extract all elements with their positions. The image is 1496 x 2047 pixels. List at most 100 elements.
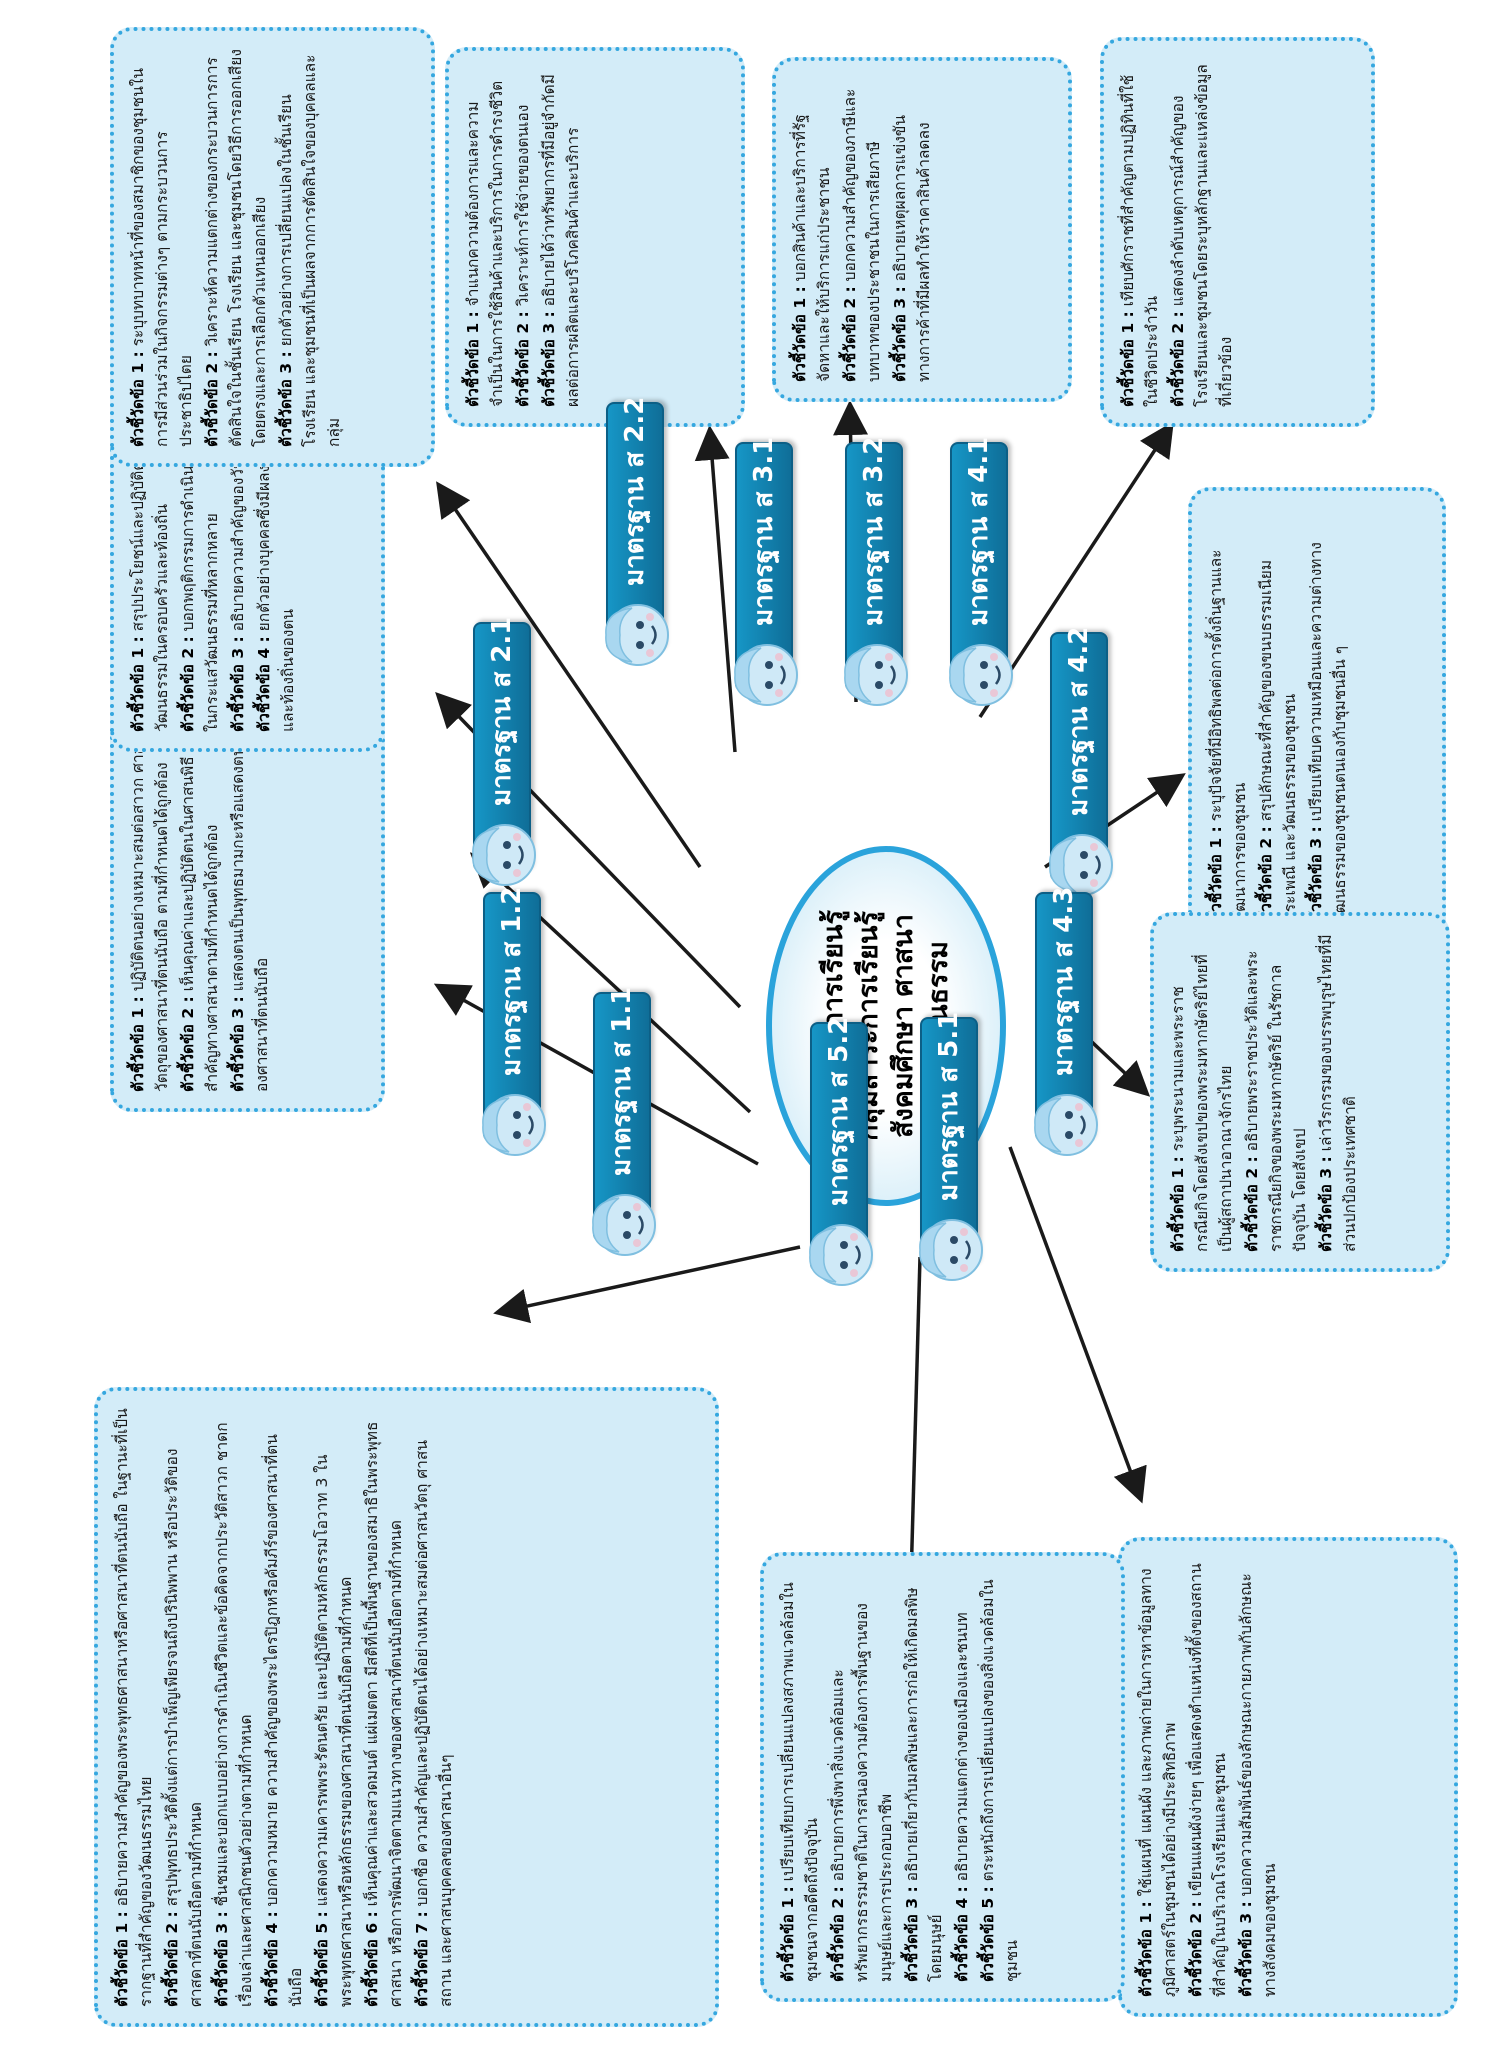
indicator-item: ตัวชี้วัดข้อ 1 : ระบุบทบาทหน้าที่ของสมาช… <box>126 47 198 447</box>
indicator-prefix: ตัวชี้วัดข้อ 5 : <box>313 1911 332 2007</box>
indicator-prefix: ตัวชี้วัดข้อ 1 : <box>779 1886 797 1982</box>
indicator-prefix: ตัวชี้วัดข้อ 4 : <box>255 636 274 732</box>
connector-arrow <box>1008 1146 1147 1504</box>
standard-label: มาตรฐาน ส 3.1 <box>749 436 779 626</box>
indicator-box-s22: ตัวชี้วัดข้อ 1 : ระบุบทบาทหน้าที่ของสมาช… <box>110 27 435 467</box>
indicator-prefix: ตัวชี้วัดข้อ 2 : <box>1169 311 1188 407</box>
tag-s41: มาตรฐาน ส 4.1 <box>949 437 1013 706</box>
mascot-icon <box>1042 830 1118 900</box>
indicator-item: ตัวชี้วัดข้อ 1 : อธิบายความสำคัญของพระพุ… <box>110 1407 158 2007</box>
standard-label: มาตรฐาน ส 2.2 <box>620 396 650 586</box>
standard-label: มาตรฐาน ส 1.2 <box>497 886 527 1076</box>
indicator-item: ตัวชี้วัดข้อ 6 : เห็นคุณค่าและสวดมนต์ แผ… <box>360 1407 408 2007</box>
indicator-item: ตัวชี้วัดข้อ 1 : ระบุปัจจัยที่มีอิทธิพลต… <box>1204 507 1252 922</box>
indicator-prefix: ตัวชี้วัดข้อ 2 : <box>1187 1901 1206 1997</box>
indicator-prefix: ตัวชี้วัดข้อ 1 : <box>1207 826 1225 922</box>
indicator-box-s52: ตัวชี้วัดข้อ 1 : เปรียบเทียบการเปลี่ยนแป… <box>760 1552 1125 2002</box>
indicator-prefix: ตัวชี้วัดข้อ 2 : <box>841 286 860 382</box>
indicator-item: ตัวชี้วัดข้อ 2 : วิเคราะห์การใช้จ่ายของต… <box>511 67 535 407</box>
standard-label: มาตรฐาน ส 2.1 <box>487 616 517 806</box>
indicator-item: ตัวชี้วัดข้อ 3 : อธิบายเหตุผลการแข่งขันท… <box>888 77 936 382</box>
tag-s22: มาตรฐาน ส 2.2 <box>605 397 669 666</box>
indicator-prefix: ตัวชี้วัดข้อ 2 : <box>163 1911 182 2007</box>
indicator-item: ตัวชี้วัดข้อ 4 : อธิบายความแตกต่างของเมื… <box>950 1572 974 1982</box>
mascot-icon <box>912 1215 988 1285</box>
indicator-prefix: ตัวชี้วัดข้อ 3 : <box>891 286 910 382</box>
tag-s21: มาตรฐาน ส 2.1 <box>472 617 536 886</box>
indicator-item: ตัวชี้วัดข้อ 2 : อธิบายการพึ่งพาสิ่งแวดล… <box>826 1572 898 1982</box>
indicator-item: ตัวชี้วัดข้อ 3 : เล่าวีรกรรมของบรรพบุรุษ… <box>1314 932 1362 1252</box>
indicator-prefix: ตัวชี้วัดข้อ 1 : <box>1169 1156 1187 1252</box>
indicator-prefix: ตัวชี้วัดข้อ 1 : <box>129 351 147 447</box>
indicator-item: ตัวชี้วัดข้อ 4 : บอกความหมาย ความสำคัญขอ… <box>260 1407 308 2007</box>
indicator-item: ตัวชี้วัดข้อ 2 : บอกความสำคัญของภาษีและบ… <box>838 77 886 382</box>
indicator-prefix: ตัวชี้วัดข้อ 1 : <box>129 636 147 732</box>
indicator-item: ตัวชี้วัดข้อ 1 : เทียบศักราชที่สำคัญตามป… <box>1116 57 1164 407</box>
standard-label: มาตรฐาน ส 4.2 <box>1064 626 1094 816</box>
indicator-prefix: ตัวชี้วัดข้อ 1 : <box>791 286 809 382</box>
indicator-item: ตัวชี้วัดข้อ 1 : จำแนกความต้องการและความ… <box>461 67 509 407</box>
indicator-prefix: ตัวชี้วัดข้อ 3 : <box>229 996 248 1092</box>
indicator-item: ตัวชี้วัดข้อ 5 : ตระหนักถึงการเปลี่ยนแปล… <box>976 1572 1024 1982</box>
indicator-prefix: ตัวชี้วัดข้อ 1 : <box>129 996 147 1092</box>
standard-label: มาตรฐาน ส 5.1 <box>934 1011 964 1201</box>
mascot-icon <box>837 640 913 710</box>
indicator-prefix: ตัวชี้วัดข้อ 4 : <box>263 1911 282 2007</box>
indicator-item: ตัวชี้วัดข้อ 1 : ระบุพระนามและพระราชกรณี… <box>1166 932 1238 1252</box>
indicator-item: ตัวชี้วัดข้อ 2 : สรุปลักษณะที่สำคัญของขน… <box>1254 507 1302 922</box>
standard-label: มาตรฐาน ส 3.2 <box>859 436 889 626</box>
indicator-item: ตัวชี้วัดข้อ 3 : ยกตัวอย่างการเปลี่ยนแปล… <box>274 47 346 447</box>
indicator-item: ตัวชี้วัดข้อ 2 : อธิบายพระราชประวัติและพ… <box>1240 932 1312 1252</box>
indicator-prefix: ตัวชี้วัดข้อ 3 : <box>540 311 559 407</box>
indicator-item: ตัวชี้วัดข้อ 2 : วิเคราะห์ความแตกต่างของ… <box>200 47 272 447</box>
indicator-prefix: ตัวชี้วัดข้อ 2 : <box>1257 826 1276 922</box>
indicator-prefix: ตัวชี้วัดข้อ 3 : <box>903 1886 922 1982</box>
mascot-icon <box>942 640 1018 710</box>
standard-label: มาตรฐาน ส 4.1 <box>964 436 994 626</box>
indicator-prefix: ตัวชี้วัดข้อ 1 : <box>464 311 482 407</box>
tag-s43: มาตรฐาน ส 4.3 <box>1034 887 1098 1156</box>
indicator-prefix: ตัวชี้วัดข้อ 2 : <box>514 311 533 407</box>
indicator-prefix: ตัวชี้วัดข้อ 2 : <box>179 636 198 732</box>
tag-s11: มาตรฐาน ส 1.1 <box>592 987 656 1256</box>
mascot-icon <box>1027 1090 1103 1160</box>
tag-s12: มาตรฐาน ส 1.2 <box>482 887 546 1156</box>
mascot-icon <box>585 1190 661 1260</box>
indicator-prefix: ตัวชี้วัดข้อ 3 : <box>277 351 296 447</box>
indicator-box-s51: ตัวชี้วัดข้อ 1 : ใช้แผนที่ แผนผัง และภาพ… <box>1118 1537 1458 2017</box>
indicator-prefix: ตัวชี้วัดข้อ 1 : <box>1137 1901 1155 1997</box>
indicator-prefix: ตัวชี้วัดข้อ 4 : <box>953 1886 972 1982</box>
indicator-item: ตัวชี้วัดข้อ 3 : เปรียบเทียบความเหมือนแล… <box>1304 507 1352 922</box>
indicator-prefix: ตัวชี้วัดข้อ 3 : <box>1307 826 1326 922</box>
connector-arrow <box>436 481 702 868</box>
mascot-icon <box>727 640 803 710</box>
tag-s51: มาตรฐาน ส 5.1 <box>919 1012 983 1281</box>
indicator-prefix: ตัวชี้วัดข้อ 3 : <box>213 1911 232 2007</box>
mascot-icon <box>598 600 674 670</box>
indicator-prefix: ตัวชี้วัดข้อ 3 : <box>229 636 248 732</box>
indicator-item: ตัวชี้วัดข้อ 1 : เปรียบเทียบการเปลี่ยนแป… <box>776 1572 824 1982</box>
indicator-text: วิเคราะห์การใช้จ่ายของตนเอง <box>514 104 533 312</box>
indicator-item: ตัวชี้วัดข้อ 2 : เขียนแผนผังง่ายๆ เพื่อแ… <box>1184 1557 1232 1997</box>
indicator-prefix: ตัวชี้วัดข้อ 2 : <box>203 351 222 447</box>
indicator-prefix: ตัวชี้วัดข้อ 2 : <box>1243 1156 1262 1252</box>
tag-s42: มาตรฐาน ส 4.2 <box>1049 627 1113 896</box>
indicator-prefix: ตัวชี้วัดข้อ 5 : <box>979 1886 998 1982</box>
standard-label: มาตรฐาน ส 5.2 <box>824 1016 854 1206</box>
indicator-item: ตัวชี้วัดข้อ 5 : แสดงความเคารพพระรัตนตรั… <box>310 1407 358 2007</box>
indicator-box-s43: ตัวชี้วัดข้อ 1 : ระบุพระนามและพระราชกรณี… <box>1150 912 1450 1272</box>
indicator-prefix: ตัวชี้วัดข้อ 1 : <box>113 1911 131 2007</box>
indicator-prefix: ตัวชี้วัดข้อ 3 : <box>1237 1901 1256 1997</box>
indicator-item: ตัวชี้วัดข้อ 3 : อธิบายได้ว่าทรัพยากรที่… <box>537 67 585 407</box>
indicator-box-s11: ตัวชี้วัดข้อ 1 : อธิบายความสำคัญของพระพุ… <box>94 1387 719 2027</box>
indicator-box-s32: ตัวชี้วัดข้อ 1 : บอกสินค้าและบริการที่รั… <box>772 57 1072 402</box>
indicator-prefix: ตัวชี้วัดข้อ 7 : <box>413 1911 432 2007</box>
indicator-item: ตัวชี้วัดข้อ 3 : บอกความสัมพันธ์ของลักษณ… <box>1234 1557 1282 1997</box>
indicator-item: ตัวชี้วัดข้อ 1 : ใช้แผนที่ แผนผัง และภาพ… <box>1134 1557 1182 1997</box>
indicator-item: ตัวชี้วัดข้อ 2 : สรุปพุทธประวัติตั้งแต่ก… <box>160 1407 208 2007</box>
indicator-prefix: ตัวชี้วัดข้อ 2 : <box>179 996 198 1092</box>
indicator-box-s42: ตัวชี้วัดข้อ 1 : ระบุปัจจัยที่มีอิทธิพลต… <box>1188 487 1446 942</box>
